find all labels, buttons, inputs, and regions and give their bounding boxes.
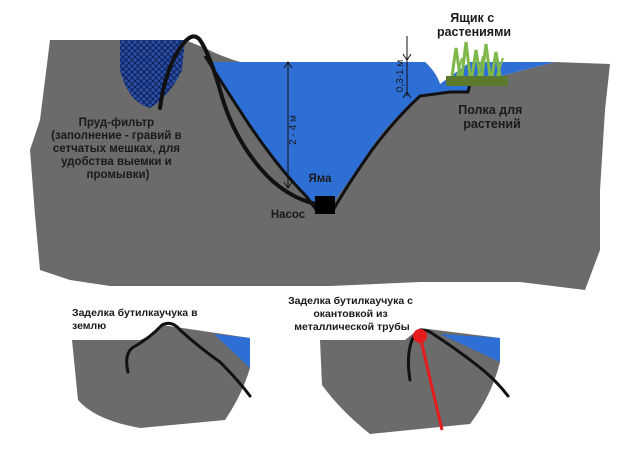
liner-detail-right [406, 328, 510, 398]
plant-box [446, 41, 508, 86]
water-main [210, 62, 450, 212]
plant-leaves [450, 41, 504, 77]
metal-pipe-marker [413, 329, 427, 343]
seal-pipe-label: Заделка бутилкаучука с окантовкой из мет… [288, 295, 416, 333]
pump-box [315, 196, 335, 214]
pump-label: Насос [271, 209, 306, 221]
depth-shelf-label: 0,3-1 м [395, 60, 406, 93]
pump-hose [158, 34, 322, 207]
depth-main-label: 2 - 4 м [288, 115, 299, 145]
seal-ground-label: Заделка бутилкаучука в землю [72, 307, 200, 332]
depth-shelf-dimension: 0,3-1 м [395, 36, 412, 99]
filter-pond-label: Пруд-фильтр (заполнение - гравий в сетча… [51, 117, 185, 181]
filter-pond-mesh [120, 40, 185, 108]
plant-shelf-label: Полка для растений [458, 103, 526, 131]
water-detail-left [214, 334, 250, 368]
liner-detail-left [125, 321, 252, 398]
plant-box-label: Ящик с растениями [437, 11, 511, 39]
depth-main-dimension: 2 - 4 м [283, 61, 299, 189]
metal-pipe-stake [418, 335, 444, 431]
pit-label: Яма [308, 173, 332, 185]
water-detail-right [440, 334, 500, 362]
